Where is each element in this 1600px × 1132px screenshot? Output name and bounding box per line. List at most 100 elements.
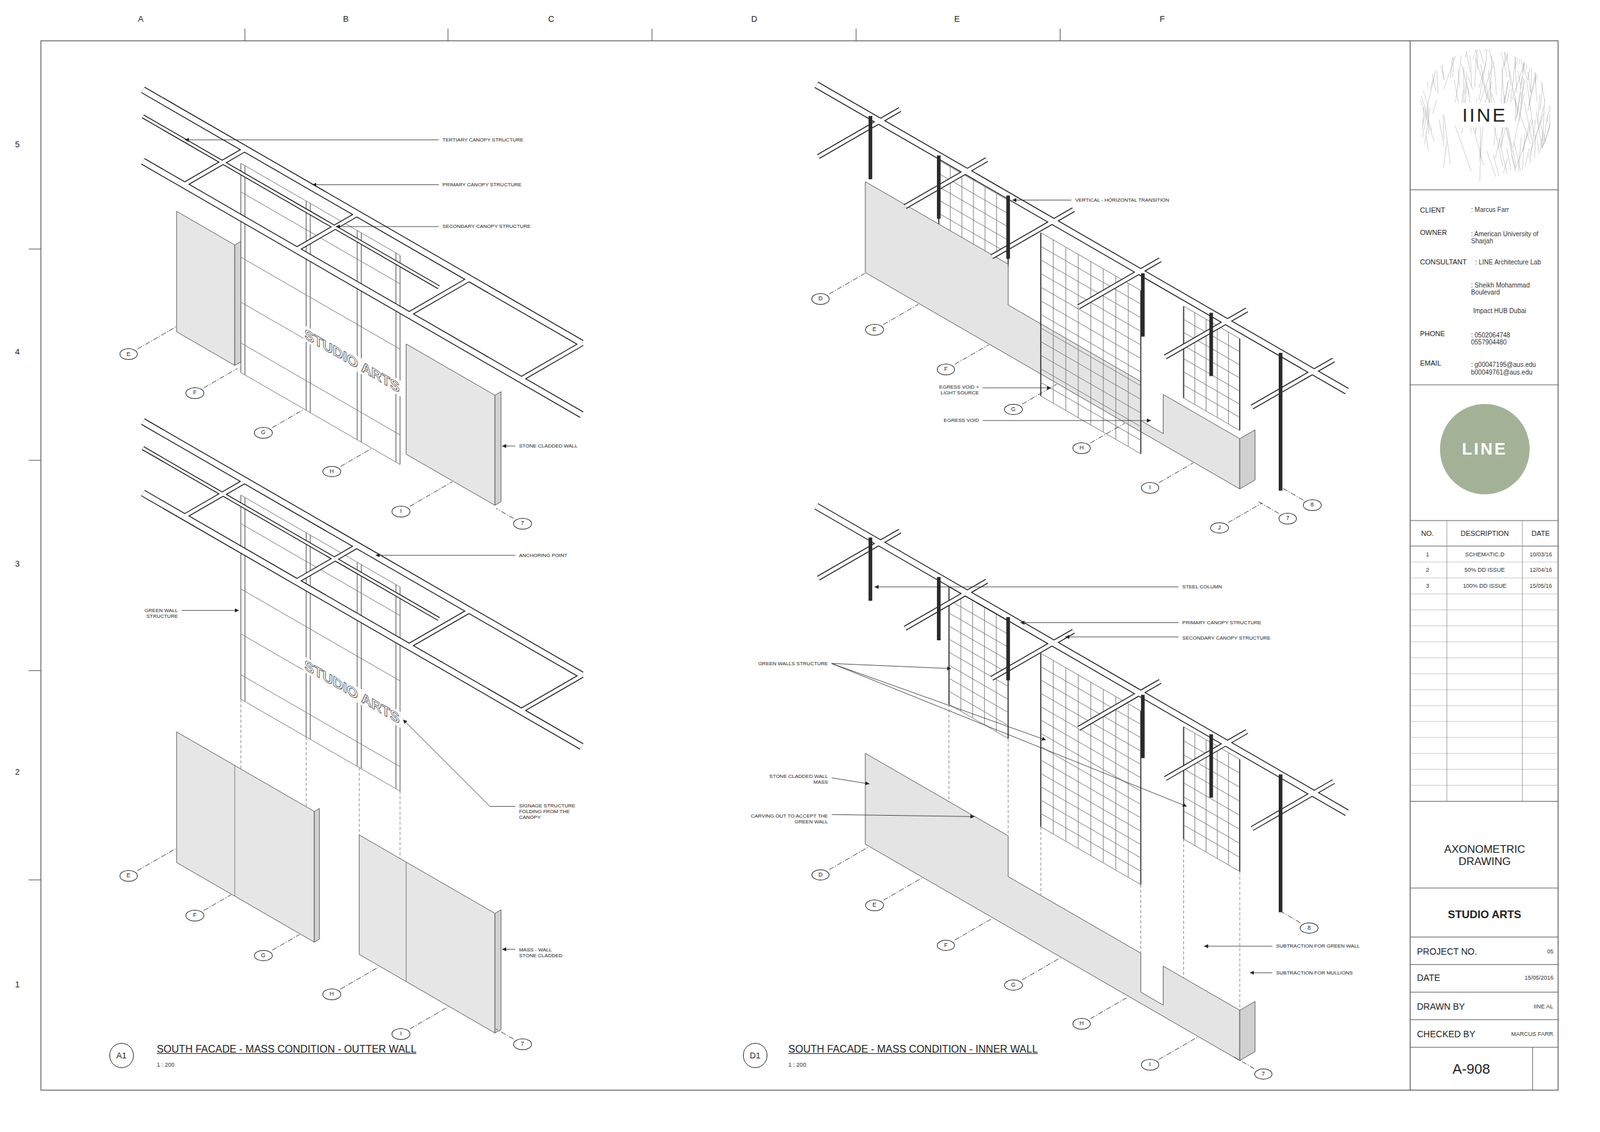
green-wall-mullion <box>360 564 362 769</box>
grid-tick <box>855 28 857 41</box>
callout-label: SIGNAGE STRUCTURE FOLDING FROM THE CANOP… <box>518 802 584 821</box>
grid-line <box>829 846 869 870</box>
stone-cladded-wall <box>406 343 496 505</box>
revision-row-rule <box>1409 705 1558 706</box>
grid-line <box>340 448 372 467</box>
green-wall-mullion <box>400 586 401 792</box>
canopy-beam <box>904 581 987 628</box>
logo-hairline <box>1416 143 1421 162</box>
logo-hairline <box>1548 113 1551 157</box>
table-cell: 15/05/16 <box>1528 582 1553 589</box>
callout-label: SECONDARY CANOPY STRUCTURE <box>441 223 532 230</box>
grid-tick <box>28 670 41 671</box>
grid-line <box>203 894 232 911</box>
drawing-title: SOUTH FACADE - MASS CONDITION - OUTTER W… <box>156 1043 418 1055</box>
grid-bubble: H <box>1072 1017 1092 1030</box>
logo-hairline <box>1500 125 1507 146</box>
logo-hairline <box>1489 55 1492 108</box>
grid-bubble: E <box>865 899 884 911</box>
green-wall-grid <box>973 180 975 248</box>
table-cell: 50% DD ISSUE <box>1463 566 1506 573</box>
leader-line <box>312 184 440 185</box>
logo-hairline <box>1528 6 1535 54</box>
callout-label: STONE CLADDED WALL MASS <box>763 773 829 785</box>
field-value: IINE AL <box>1532 1002 1554 1010</box>
green-wall-grid <box>1183 305 1185 398</box>
grid-line <box>137 326 177 349</box>
revision-row-rule <box>1409 561 1558 562</box>
logo-hairline <box>1431 32 1445 80</box>
revision-row-rule <box>1409 593 1558 594</box>
title-block-rule <box>1409 189 1558 191</box>
field-value: Impact HUB Dubai <box>1472 307 1528 315</box>
green-wall-grid <box>1065 667 1067 841</box>
logo-hairline <box>1454 125 1471 171</box>
stone-wall-side <box>494 909 502 1033</box>
canopy-beam-core <box>992 209 1074 257</box>
grid-line <box>496 1028 514 1039</box>
leader-line <box>831 777 870 784</box>
green-wall-grid <box>1183 810 1240 844</box>
logo-hairline <box>1537 24 1541 56</box>
stone-cladded-wall <box>865 181 1240 489</box>
canopy-beam <box>1165 730 1248 778</box>
logo-hairline <box>1543 37 1547 55</box>
green-wall-grid <box>1194 312 1195 404</box>
revision-row-rule <box>1409 657 1558 658</box>
grid-bubble: D <box>811 293 831 305</box>
canopy-beam <box>992 631 1074 678</box>
grid-letter: F <box>1159 14 1166 25</box>
green-wall-grid <box>1228 332 1229 424</box>
revision-row-rule <box>1409 673 1558 674</box>
logo-hairline <box>1418 7 1427 48</box>
green-wall-grid <box>1040 382 1141 440</box>
logo-hairline <box>1443 114 1444 140</box>
logo-hairline <box>1503 158 1508 174</box>
wall-seam <box>234 765 235 896</box>
leader-line <box>874 586 1179 587</box>
canopy-beam-core <box>142 116 439 288</box>
logo-hairline <box>1504 120 1516 171</box>
canopy-beam-core <box>142 161 582 415</box>
grid-line <box>829 273 866 294</box>
leader-line <box>1203 945 1273 946</box>
canopy-beam <box>904 159 987 207</box>
logo-hairline <box>1486 151 1496 178</box>
canopy-beam <box>408 278 471 315</box>
field-name: DATE <box>1416 972 1441 983</box>
logo-hairline <box>1472 123 1484 166</box>
logo-hairline <box>1536 49 1545 80</box>
field-value: 05 <box>1546 947 1554 955</box>
logo-hairline <box>1441 46 1444 80</box>
grid-line <box>137 848 176 871</box>
logo-hairline <box>1506 148 1512 170</box>
revision-row-rule <box>1409 641 1558 642</box>
grid-bubble: 8 <box>1299 922 1319 934</box>
grid-line <box>1159 1036 1199 1060</box>
green-wall-grid <box>1090 681 1092 856</box>
steel-column <box>1006 195 1010 259</box>
grid-line <box>1090 423 1125 443</box>
logo-hairline <box>1511 29 1528 80</box>
grid-tick <box>1059 28 1061 41</box>
canopy-beam <box>295 213 358 250</box>
steel-column <box>1006 616 1010 681</box>
canopy-beam-core <box>1165 730 1248 778</box>
green-wall-mullion <box>309 203 311 413</box>
grid-tick <box>447 28 448 41</box>
logo-hairline <box>1488 46 1495 70</box>
callout-label: CARVING OUT TO ACCEPT THE GREEN WALL <box>744 812 829 825</box>
title-block-rule <box>1409 1046 1558 1048</box>
leader-line <box>403 719 516 807</box>
logo-hairline <box>1526 160 1533 180</box>
green-wall-grid <box>1077 674 1079 848</box>
logo-hairline <box>1534 19 1540 70</box>
node-text: J <box>1217 524 1222 531</box>
logo-hairline <box>1500 51 1508 77</box>
canopy-beam-core <box>1251 781 1334 829</box>
revision-row-rule <box>1409 577 1558 578</box>
logo-hairline <box>1498 138 1508 174</box>
logo-hairline <box>1479 63 1486 88</box>
